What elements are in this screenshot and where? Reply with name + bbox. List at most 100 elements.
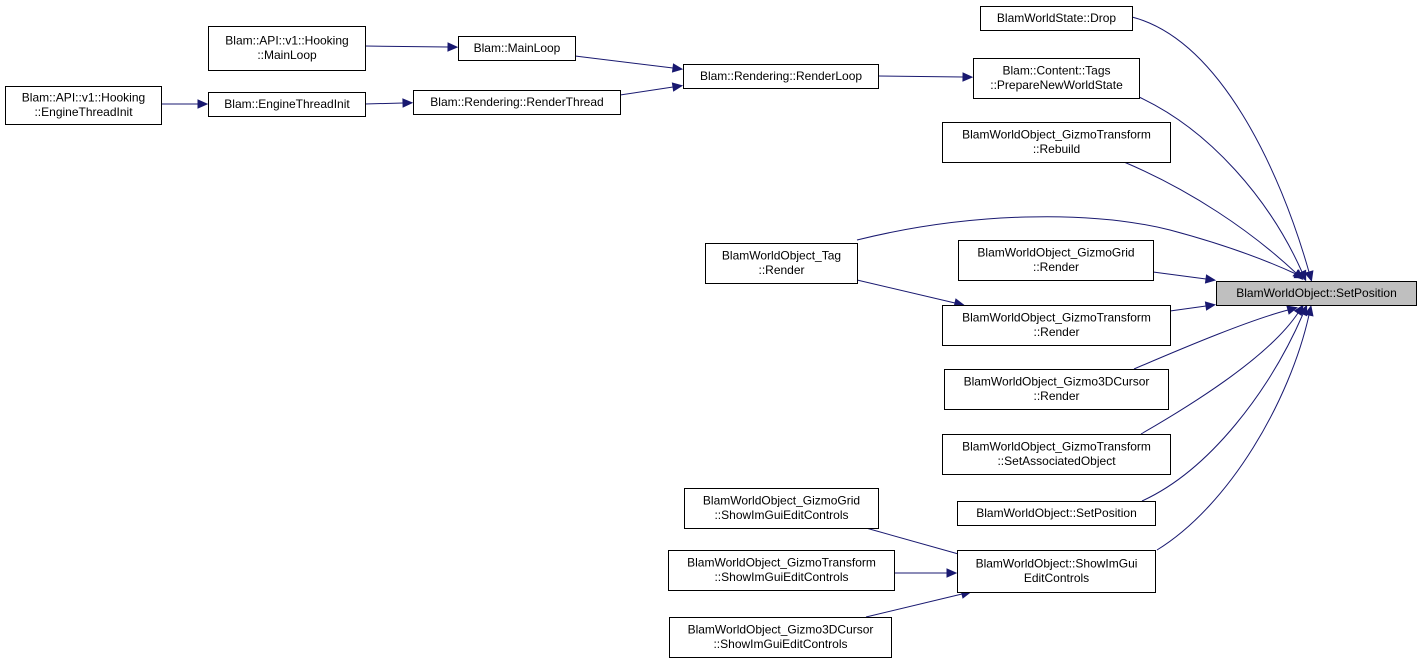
edge-arrowhead [402,98,414,108]
node-box [684,488,879,529]
node-label: ::Render [1033,260,1079,274]
edge-wo_setpos_caller-to-target [1141,304,1308,502]
edge-arrowhead [1304,270,1314,282]
node-label: ::ShowImGuiEditControls [714,508,848,522]
node-label: BlamWorldObject_GizmoGrid [703,494,860,508]
edge-line [877,75,964,78]
node-label: BlamWorldObject::SetPosition [976,506,1137,520]
node-label: BlamWorldObject_GizmoTransform [962,128,1151,142]
edge-line [364,102,404,105]
node-box [942,122,1171,163]
node-wo-showimgui[interactable]: BlamWorldObject::ShowImGuiEditControls [957,550,1156,593]
node-gg-showimgui[interactable]: BlamWorldObject_GizmoGrid::ShowImGuiEdit… [684,488,879,529]
node-label: BlamWorldObject_GizmoTransform [962,311,1151,325]
node-box [942,305,1171,346]
edge-arrowhead [962,72,974,82]
edge-renderloop-to-prepare_state [877,72,974,82]
edge-arrowhead [1293,269,1306,279]
edge-renderthread-to-renderloop [619,82,684,96]
node-box [1216,281,1417,306]
node-label: ::Render [1033,325,1079,339]
node-box [957,550,1156,593]
edge-hooking_engineinit-to-engineinit [161,99,209,109]
node-prepare-state[interactable]: Blam::Content::Tags::PrepareNewWorldStat… [973,58,1140,99]
node-gt-rebuild[interactable]: BlamWorldObject_GizmoTransform::Rebuild [942,122,1171,163]
node-label: BlamWorldObject_Gizmo3DCursor [964,375,1150,389]
edge-state_drop-to-target [1131,16,1314,282]
edge-line [856,216,1297,275]
node-box [957,501,1156,526]
node-g3d-showimgui[interactable]: BlamWorldObject_Gizmo3DCursor::ShowImGui… [669,617,892,658]
node-box [958,240,1154,281]
edge-gt_render-to-target [1169,301,1217,312]
edges-layer [161,16,1314,618]
node-box [973,58,1140,99]
edge-line [1169,305,1207,312]
node-g3d-render[interactable]: BlamWorldObject_Gizmo3DCursor::Render [944,369,1169,410]
node-box [944,369,1169,410]
edge-arrowhead [197,99,209,109]
node-label: BlamWorldObject_GizmoGrid [977,246,1134,260]
node-mainloop[interactable]: Blam::MainLoop [458,36,576,61]
node-renderloop[interactable]: Blam::Rendering::RenderLoop [683,64,879,89]
edge-line [865,593,963,618]
node-box [458,36,576,61]
edge-arrowhead [1304,305,1314,317]
node-box [942,434,1171,475]
node-label: BlamWorldObject_GizmoTransform [962,440,1151,454]
node-gt-showimgui[interactable]: BlamWorldObject_GizmoTransform::ShowImGu… [668,550,895,591]
node-label: ::ShowImGuiEditControls [714,570,848,584]
edge-tag_render-to-target [856,216,1306,279]
node-label: ::Render [758,263,804,277]
node-box [208,92,366,117]
edge-wo_showimgui-to-target [1156,305,1314,551]
edge-line [1140,312,1299,435]
node-wo-setpos-caller[interactable]: BlamWorldObject::SetPosition [957,501,1156,526]
edge-line [1152,271,1207,280]
node-state-drop[interactable]: BlamWorldState::Drop [980,6,1133,31]
node-tag-render[interactable]: BlamWorldObject_Tag::Render [705,243,858,284]
edge-gg_render-to-target [1152,271,1217,284]
node-label: BlamWorldObject::SetPosition [1236,286,1397,300]
node-target[interactable]: BlamWorldObject::SetPosition [1216,281,1417,306]
node-gt-render[interactable]: BlamWorldObject_GizmoTransform::Render [942,305,1171,346]
node-box [980,6,1133,31]
node-label: Blam::Content::Tags [1002,64,1110,78]
node-box [683,64,879,89]
edge-line [1156,314,1310,551]
node-label: BlamWorldObject_Gizmo3DCursor [688,623,874,637]
node-hooking-mainloop[interactable]: Blam::API::v1::Hooking::MainLoop [208,26,366,71]
node-box [5,86,162,125]
node-label: BlamWorldState::Drop [997,11,1116,25]
node-box [705,243,858,284]
nodes-layer: Blam::API::v1::Hooking::EngineThreadInit… [5,6,1417,658]
node-box [669,617,892,658]
node-label: BlamWorldObject_Tag [722,249,841,263]
node-label: Blam::Rendering::RenderLoop [700,69,862,83]
edge-line [619,86,674,96]
edge-hooking_mainloop-to-mainloop [364,42,459,52]
node-box [413,90,621,115]
edge-arrowhead [671,82,684,92]
node-label: Blam::API::v1::Hooking [225,34,348,48]
edge-line [574,55,674,69]
node-renderthread[interactable]: Blam::Rendering::RenderThread [413,90,621,115]
node-label: EditControls [1024,571,1089,585]
node-label: ::ShowImGuiEditControls [713,637,847,651]
node-label: ::SetAssociatedObject [997,454,1116,468]
edge-line [1131,16,1310,273]
node-gt-setassoc[interactable]: BlamWorldObject_GizmoTransform::SetAssoc… [942,434,1171,475]
node-hooking-engineinit[interactable]: Blam::API::v1::Hooking::EngineThreadInit [5,86,162,125]
edge-gt_showimgui-to-wo_showimgui [894,568,958,578]
node-engineinit[interactable]: Blam::EngineThreadInit [208,92,366,117]
edge-line [1123,161,1297,274]
node-gg-render[interactable]: BlamWorldObject_GizmoGrid::Render [958,240,1154,281]
node-label: ::MainLoop [257,48,317,62]
edge-arrowhead [1204,301,1217,311]
edge-mainloop-to-renderloop [574,55,684,73]
edge-line [1133,309,1289,370]
edge-arrowhead [1298,304,1308,317]
node-label: ::Rebuild [1033,142,1080,156]
node-box [668,550,895,591]
